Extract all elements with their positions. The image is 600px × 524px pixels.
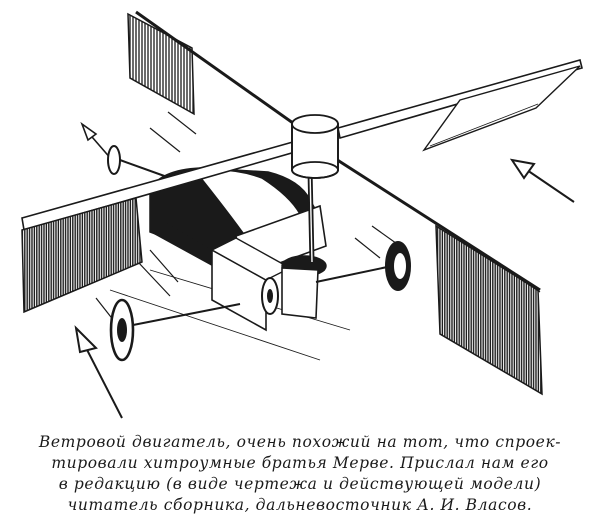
rotor-blade-left <box>21 138 303 314</box>
caption-line-4: читатель сборника, дальневосточник А. И.… <box>67 496 533 514</box>
rotor-blade-front <box>327 152 543 396</box>
vehicle-body <box>149 167 327 332</box>
caption-line-2: тировали хитроумные братья Мерве. Присла… <box>51 454 549 472</box>
rotor-arm <box>135 10 301 130</box>
wind-arrow-icon <box>509 158 575 203</box>
wheel-front-right <box>385 241 411 291</box>
caption-line-1: Ветровой двигатель, очень похожий на тот… <box>38 433 562 451</box>
wind-engine-illustration <box>21 10 583 419</box>
wheel-rear-left <box>107 145 171 179</box>
wind-arrow-icon <box>74 325 123 419</box>
wheel-front-left <box>109 298 135 362</box>
axle <box>127 265 393 327</box>
figure-caption: Ветровой двигатель, очень похожий на тот… <box>0 432 600 522</box>
gearbox <box>261 255 327 319</box>
caption-line-3: в редакцию (в виде чертежа и действующей… <box>58 475 542 493</box>
rotor-hub <box>291 114 339 179</box>
rotor-blade-right <box>337 59 583 152</box>
